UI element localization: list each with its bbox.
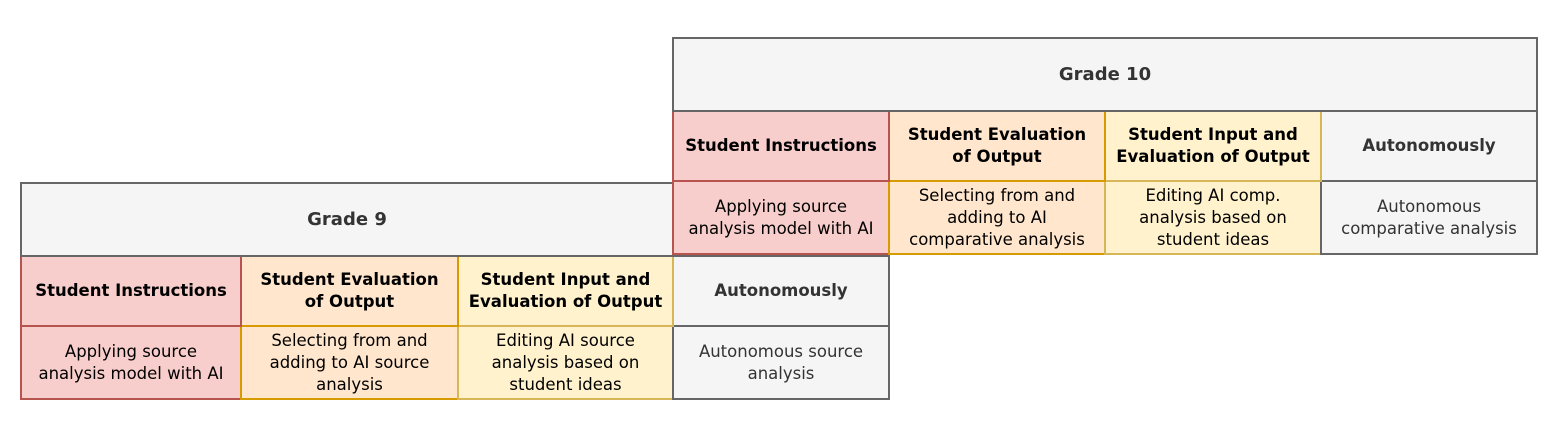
grade9-header-student-input-and-evaluation: Student Input and Evaluation of Output bbox=[457, 255, 674, 327]
grade9-title-cell: Grade 9 bbox=[20, 182, 674, 257]
grade10-header-student-evaluation-of-output: Student Evaluation of Output bbox=[888, 110, 1106, 182]
grade10-title-cell: Grade 10 bbox=[672, 37, 1538, 112]
grade9-header-student-evaluation-of-output: Student Evaluation of Output bbox=[240, 255, 459, 327]
grade9-cell-editing-source-analysis: Editing AI source analysis based on stud… bbox=[457, 325, 674, 400]
grade10-cell-autonomous-comparative-analysis: Autonomous comparative analysis bbox=[1320, 180, 1538, 255]
grade10-header-student-input-and-evaluation: Student Input and Evaluation of Output bbox=[1104, 110, 1322, 182]
grade10-title: Grade 10 bbox=[1058, 63, 1152, 85]
grade10-cell-editing-comp-analysis: Editing AI comp. analysis based on stude… bbox=[1104, 180, 1322, 255]
grade10-header-autonomously: Autonomously bbox=[1320, 110, 1538, 182]
grade10-cell-selecting-adding-comparative: Selecting from and adding to AI comparat… bbox=[888, 180, 1106, 255]
grade9-title: Grade 9 bbox=[307, 208, 387, 230]
grade10-header-student-instructions: Student Instructions bbox=[672, 110, 890, 182]
grade9-header-student-instructions: Student Instructions bbox=[20, 255, 242, 327]
grade10-cell-applying-source-analysis: Applying source analysis model with AI bbox=[672, 180, 890, 255]
grade9-cell-autonomous-source-analysis: Autonomous source analysis bbox=[672, 325, 890, 400]
grade9-cell-applying-source-analysis: Applying source analysis model with AI bbox=[20, 325, 242, 400]
